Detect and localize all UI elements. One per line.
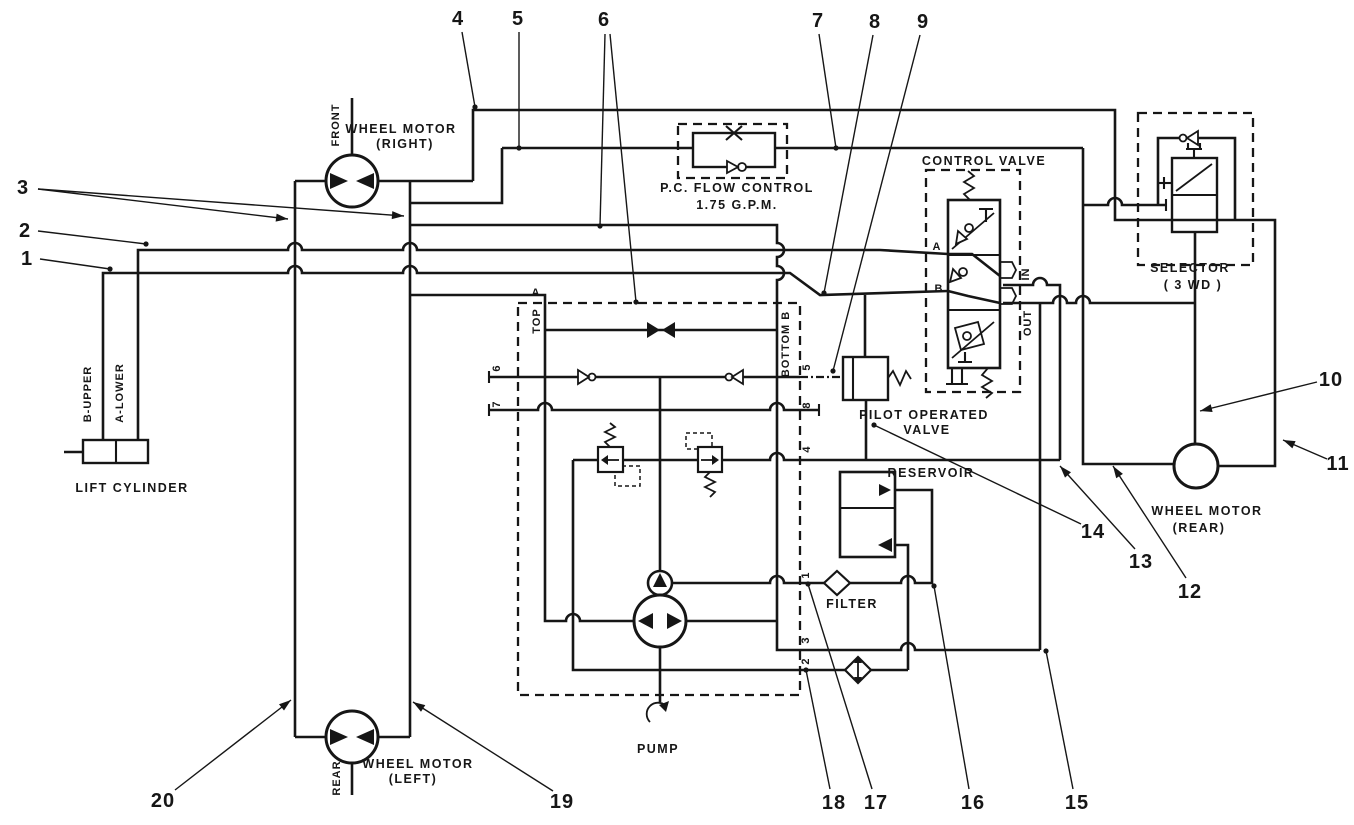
callout-8: 8 (869, 11, 881, 33)
callout-13: 13 (1129, 551, 1153, 573)
manifold-port-4: 4 (801, 445, 813, 452)
pump-label: PUMP (637, 742, 679, 756)
wheel-motor-right-label: WHEEL MOTOR (345, 122, 456, 136)
callout-4: 4 (452, 8, 464, 30)
port-b-label: B (935, 283, 944, 295)
manifold-port-5: 5 (801, 363, 813, 370)
component-enclosures (516, 111, 1255, 697)
wheel-motor-left-symbol (324, 709, 380, 765)
selector-valve-symbol (1162, 129, 1219, 234)
manifold-bottom-word: BOTTOM B (780, 311, 792, 377)
front-label: FRONT (330, 104, 342, 147)
control-valve-symbol (946, 170, 1018, 399)
bidirectional-filter-symbol (843, 655, 873, 685)
manifold-enclosure (516, 301, 802, 697)
selector-enclosure (1136, 111, 1255, 267)
callout-14: 14 (1081, 521, 1105, 543)
wheel-motor-left-label: WHEEL MOTOR (362, 757, 473, 771)
callout-3: 3 (17, 177, 29, 199)
callout-17: 17 (864, 792, 888, 814)
wheel-motor-rear-sublabel: (REAR) (1173, 521, 1226, 535)
filter-symbol (822, 569, 852, 597)
port-a-label: A (933, 241, 942, 253)
callout-16: 16 (961, 792, 985, 814)
callout-20: 20 (151, 790, 175, 812)
callout-10: 10 (1319, 369, 1343, 391)
pilot-valve-label: PILOT OPERATED (859, 408, 989, 422)
b-upper-label: B-UPPER (82, 366, 94, 423)
control-valve-title: CONTROL VALVE (922, 154, 1046, 168)
manifold-top-letter: A (532, 287, 541, 299)
a-lower-label: A-LOWER (114, 363, 126, 423)
filter-label: FILTER (826, 597, 878, 611)
lift-cylinder-label: LIFT CYLINDER (75, 481, 188, 495)
callout-9: 9 (917, 11, 929, 33)
port-out-label: OUT (1022, 310, 1034, 336)
callout-5: 5 (512, 8, 524, 30)
labels: WHEEL MOTOR (RIGHT) FRONT WHEEL MOTOR (L… (75, 104, 1262, 796)
callout-15: 15 (1065, 792, 1089, 814)
relief-pilot-box-left (614, 465, 641, 487)
callout-7: 7 (812, 10, 824, 32)
callout-numbers: 1 2 3 4 5 6 7 8 9 10 11 12 13 14 15 16 1… (17, 8, 1349, 814)
port-in-label: IN (1020, 268, 1032, 281)
wheel-motor-rear-symbol (1172, 442, 1220, 490)
hydraulic-lines (64, 98, 1277, 795)
manifold-top-word: TOP (531, 308, 543, 333)
pilot-operated-valve-symbol (841, 355, 912, 402)
callout-6: 6 (598, 9, 610, 31)
callout-11: 11 (1326, 453, 1349, 475)
callout-2: 2 (19, 220, 31, 242)
reservoir-symbol (838, 470, 897, 559)
callout-leaders (37, 31, 1328, 792)
lift-cylinder-symbol (81, 438, 150, 465)
manifold-port-2: 2 (800, 657, 812, 664)
manifold-port-8: 8 (801, 401, 813, 408)
pilot-valve-sublabel: VALVE (903, 423, 950, 437)
pc-flow-control-enclosure (676, 122, 789, 180)
manifold-internals (577, 322, 744, 498)
control-valve-enclosure (924, 168, 1022, 394)
rear-label: REAR (331, 760, 343, 795)
pc-flow-control-label: P.C. FLOW CONTROL (660, 181, 814, 195)
manifold-port-3: 3 (800, 636, 812, 643)
callout-12: 12 (1178, 581, 1202, 603)
wheel-motor-right-sublabel: (RIGHT) (376, 137, 434, 151)
wheel-motor-right-symbol (324, 153, 380, 209)
manifold-port-6: 6 (491, 364, 503, 371)
pc-flow-control-rating: 1.75 G.P.M. (696, 198, 778, 212)
selector-label: SELECTOR (1150, 261, 1230, 275)
selector-sublabel: ( 3 WD ) (1164, 278, 1223, 292)
manifold-port-7: 7 (491, 400, 503, 407)
pc-flow-control-symbol (691, 125, 777, 175)
wheel-motor-rear-label: WHEEL MOTOR (1151, 504, 1262, 518)
wheel-motor-left-sublabel: (LEFT) (389, 772, 438, 786)
callout-1: 1 (21, 248, 33, 270)
pump-symbol (632, 569, 688, 723)
callout-18: 18 (822, 792, 846, 814)
filter-port-1: 1 (800, 571, 812, 578)
reservoir-label: RESERVOIR (888, 466, 975, 480)
callout-19: 19 (550, 791, 574, 813)
